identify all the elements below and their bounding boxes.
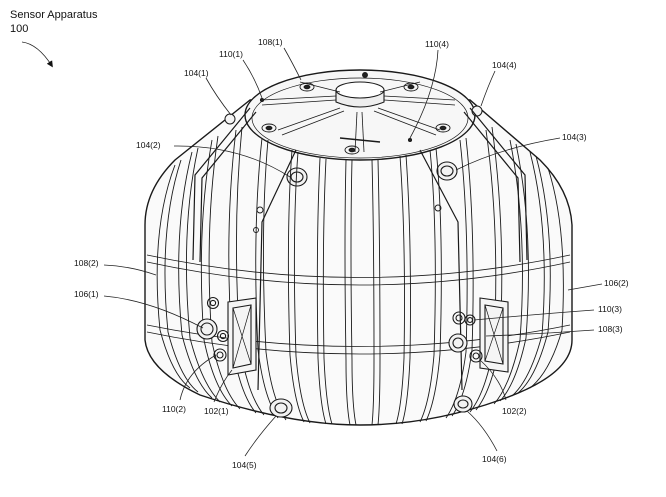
feature-104-4: [471, 105, 483, 117]
device-body: [144, 69, 573, 426]
mount-plate-102-2: [479, 297, 509, 373]
figure-pointer-arrow: [21, 41, 53, 68]
label-110-2: 110(2): [162, 404, 186, 414]
figure-number: 100: [10, 23, 29, 35]
label-104-4: 104(4): [492, 60, 517, 70]
label-104-6: 104(6): [482, 454, 507, 464]
right-connectors: [448, 311, 483, 363]
label-102-2: 102(2): [502, 406, 527, 416]
label-110-1: 110(1): [219, 49, 243, 59]
label-102-1: 102(1): [204, 406, 229, 416]
label-104-1: 104(1): [184, 68, 209, 78]
label-106-1: 106(1): [74, 289, 99, 299]
label-104-3: 104(3): [562, 132, 587, 142]
label-108-2: 108(2): [74, 258, 99, 268]
leader-lines: [103, 47, 603, 457]
upper-sensors: [286, 161, 458, 187]
label-104-2: 104(2): [136, 140, 161, 150]
label-108-1: 108(1): [258, 37, 283, 47]
label-106-2: 106(2): [604, 278, 629, 288]
top-plate-arms: [261, 81, 456, 153]
label-104-5: 104(5): [232, 460, 257, 470]
label-110-4: 110(4): [425, 39, 449, 49]
feature-104-1: [224, 113, 236, 125]
bottom-sensors: [269, 395, 473, 418]
figure-title: Sensor Apparatus: [10, 9, 98, 21]
mounting-holes: [259, 72, 451, 155]
label-108-3: 108(3): [598, 324, 623, 334]
mount-plate-102-1: [227, 297, 257, 376]
label-110-3: 110(3): [598, 304, 622, 314]
left-connectors: [196, 296, 230, 362]
